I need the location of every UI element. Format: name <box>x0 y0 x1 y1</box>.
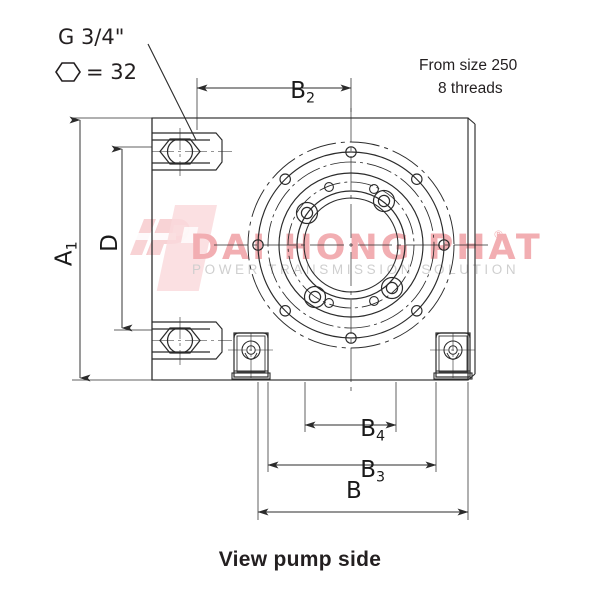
dim-b2-letter: B <box>290 78 307 104</box>
watermark-swash <box>156 205 217 291</box>
flange-bolt-holes-inner <box>324 182 379 308</box>
flange-bolt-holes-large <box>295 189 404 309</box>
note-8-threads: 8 threads <box>438 80 503 97</box>
dimension-label-b3: B3 <box>331 431 385 512</box>
note-from-size-250: From size 250 <box>419 57 518 74</box>
dimension-b2 <box>196 78 352 130</box>
dim-b2-subscript: 2 <box>306 90 316 107</box>
dimension-b3 <box>267 382 437 472</box>
flange-centerlines <box>214 108 492 392</box>
pump-body-outline <box>151 117 476 381</box>
hexagon-icon <box>55 62 81 82</box>
dim-b3-subscript: 3 <box>376 469 386 486</box>
hex-size-label: = 32 <box>86 60 137 84</box>
drawing-caption: View pump side <box>218 548 382 571</box>
watermark-registered: ® <box>493 228 504 241</box>
leader-line-port <box>147 43 197 141</box>
dim-a1-subscript: 1 <box>64 241 81 251</box>
mounting-foot-left <box>228 332 274 380</box>
dim-b4-letter: B <box>360 416 377 442</box>
dimension-label-b4: B4 <box>331 390 385 471</box>
mounting-foot-right <box>430 332 476 380</box>
dimension-label-b: B <box>346 478 362 504</box>
port-boss-bottom <box>152 317 232 365</box>
dim-a1-letter: A <box>51 250 78 267</box>
dimension-a1 <box>69 116 152 382</box>
dimension-b4 <box>304 382 397 432</box>
watermark-brand: DAI HONG PHAT <box>190 228 543 268</box>
dimension-label-b2: B2 <box>261 52 315 133</box>
dim-b3-letter: B <box>360 457 377 483</box>
dimension-label-d: D <box>97 234 123 252</box>
dimension-label-a1: A1 <box>26 238 107 298</box>
dim-b4-subscript: 4 <box>376 428 386 445</box>
port-boss-top <box>152 128 232 176</box>
port-thread-label: G 3/4" <box>58 25 125 49</box>
dimension-b <box>257 382 469 520</box>
dimension-d <box>111 145 152 332</box>
